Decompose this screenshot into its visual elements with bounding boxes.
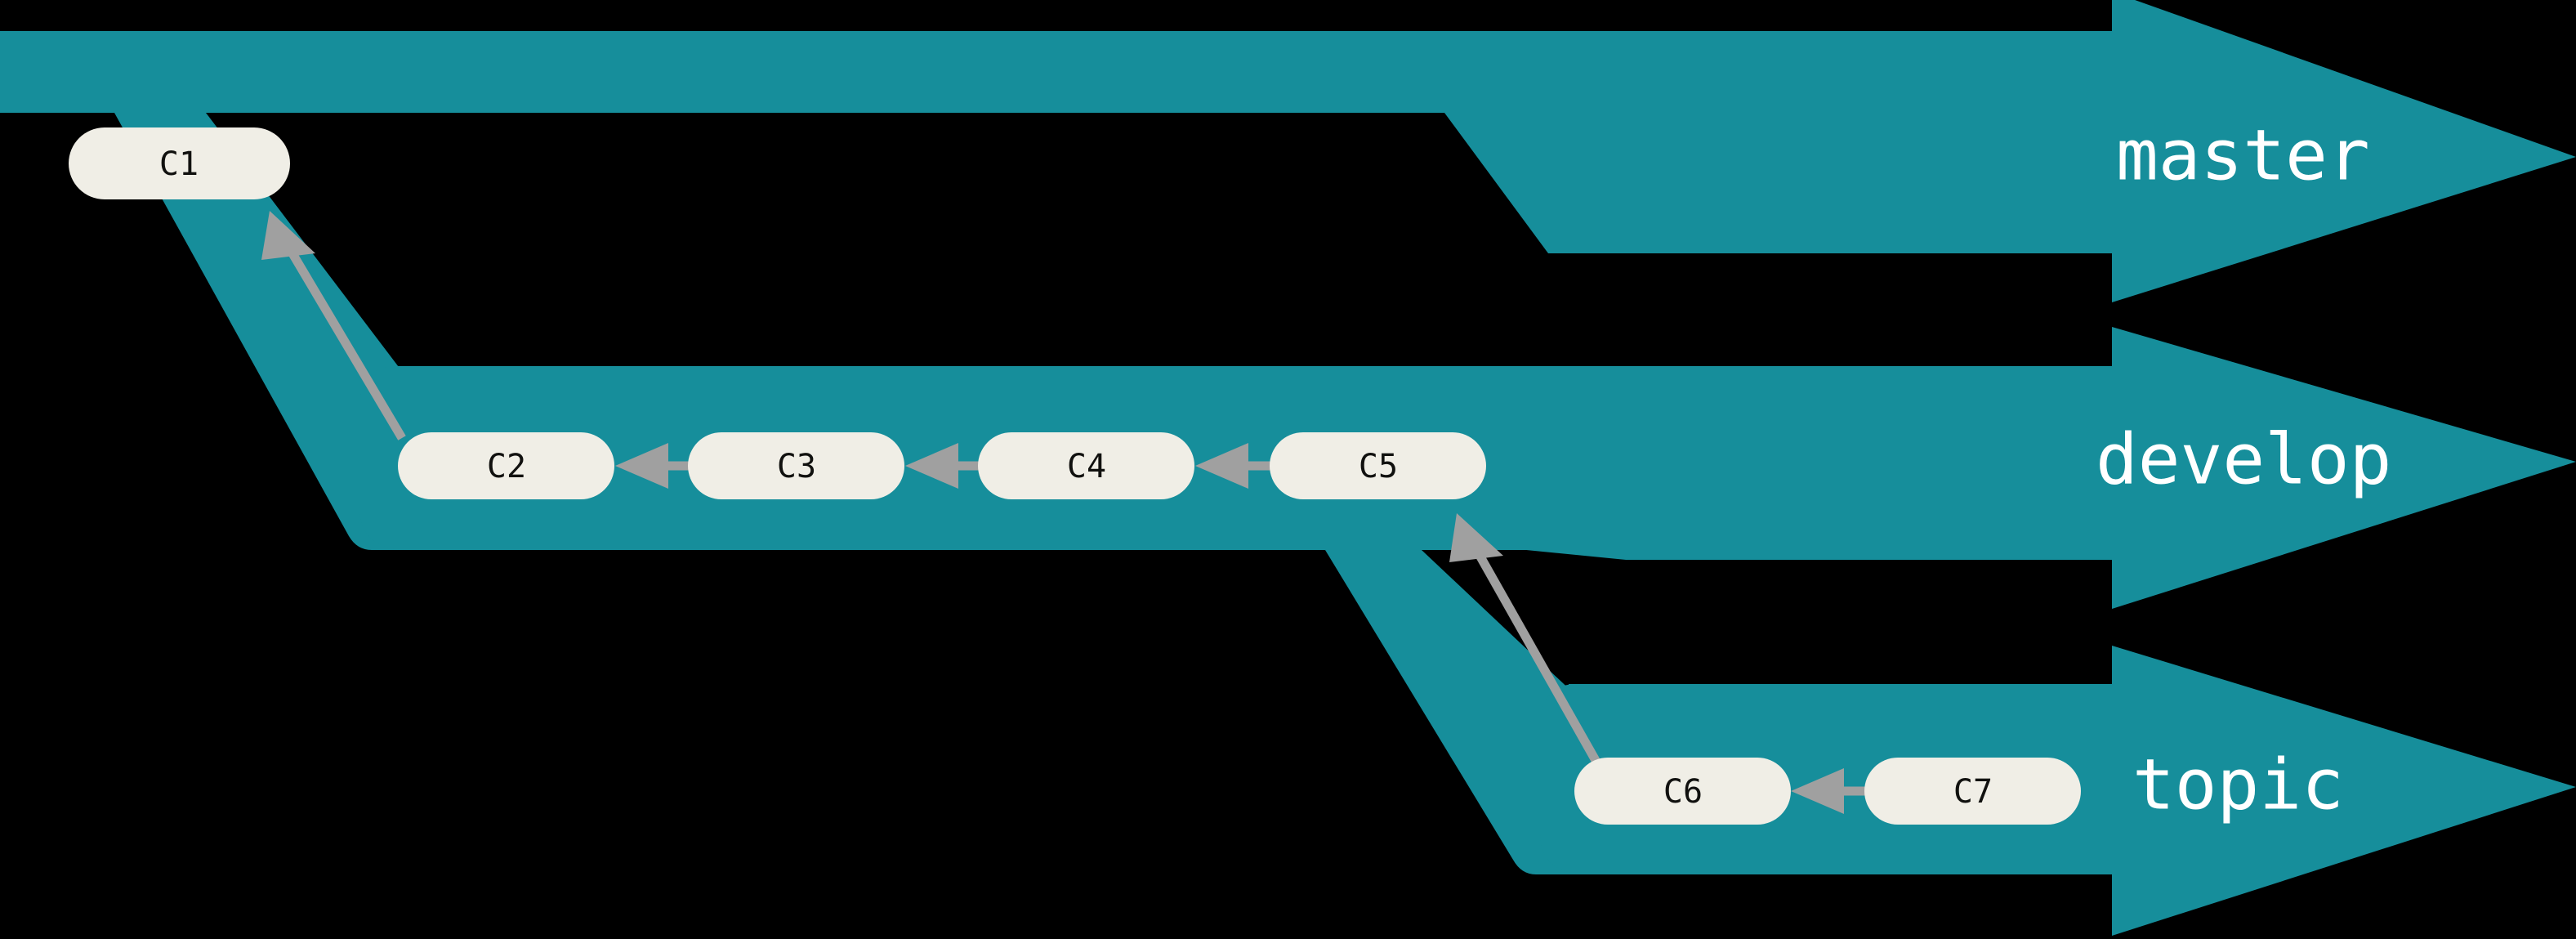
commit-node-c5-shape <box>1270 432 1486 499</box>
branch-band-master-shape <box>0 0 2576 302</box>
edge-c2-to-c1-arrowhead <box>261 211 315 260</box>
edge-c6-to-c5 <box>1449 513 1601 766</box>
edge-c6-to-c5-line <box>1467 537 1601 766</box>
edge-c3-to-c2 <box>615 443 689 489</box>
commit-node-c2[interactable]: C2 <box>398 432 614 499</box>
commit-node-c6-shape <box>1574 758 1791 825</box>
commit-node-c4-label: C4 <box>1067 448 1106 485</box>
commit-node-c6-label: C6 <box>1663 773 1703 811</box>
edge-c4-to-c3-arrowhead <box>905 443 958 489</box>
commit-node-c1[interactable]: C1 <box>69 127 290 199</box>
branch-label-develop: develop <box>2096 418 2391 500</box>
commit-node-c4-shape <box>978 432 1194 499</box>
commit-node-c3[interactable]: C3 <box>688 432 904 499</box>
commit-node-c2-label: C2 <box>487 448 526 485</box>
branch-band-develop-shape <box>396 327 2576 609</box>
edge-c2-to-c1 <box>261 211 406 440</box>
branch-label-master: master <box>2116 114 2370 196</box>
commit-node-c7-label: C7 <box>1953 773 1993 811</box>
edge-c4-to-c3 <box>905 443 979 489</box>
edge-c7-to-c6-arrowhead <box>1791 768 1844 814</box>
branch-band-master[interactable] <box>0 0 2576 302</box>
commit-node-c1-shape <box>69 127 290 199</box>
commit-node-c7-shape <box>1864 758 2081 825</box>
commit-node-c2-shape <box>398 432 614 499</box>
edge-c3-to-c2-arrowhead <box>615 443 668 489</box>
commit-node-c4[interactable]: C4 <box>978 432 1194 499</box>
commit-node-c3-label: C3 <box>777 448 816 485</box>
edge-c5-to-c4-arrowhead <box>1195 443 1248 489</box>
commit-node-c3-shape <box>688 432 904 499</box>
commit-node-c1-label: C1 <box>159 145 199 183</box>
commit-node-c7[interactable]: C7 <box>1864 758 2081 825</box>
commit-node-c6[interactable]: C6 <box>1574 758 1791 825</box>
commit-node-c5-label: C5 <box>1359 448 1398 485</box>
edge-c7-to-c6 <box>1791 768 1865 814</box>
edge-c6-to-c5-arrowhead <box>1449 513 1503 562</box>
edge-c2-to-c1-line <box>279 235 406 440</box>
branch-label-topic: topic <box>2132 744 2344 825</box>
commit-node-c5[interactable]: C5 <box>1270 432 1486 499</box>
edge-c5-to-c4 <box>1195 443 1270 489</box>
